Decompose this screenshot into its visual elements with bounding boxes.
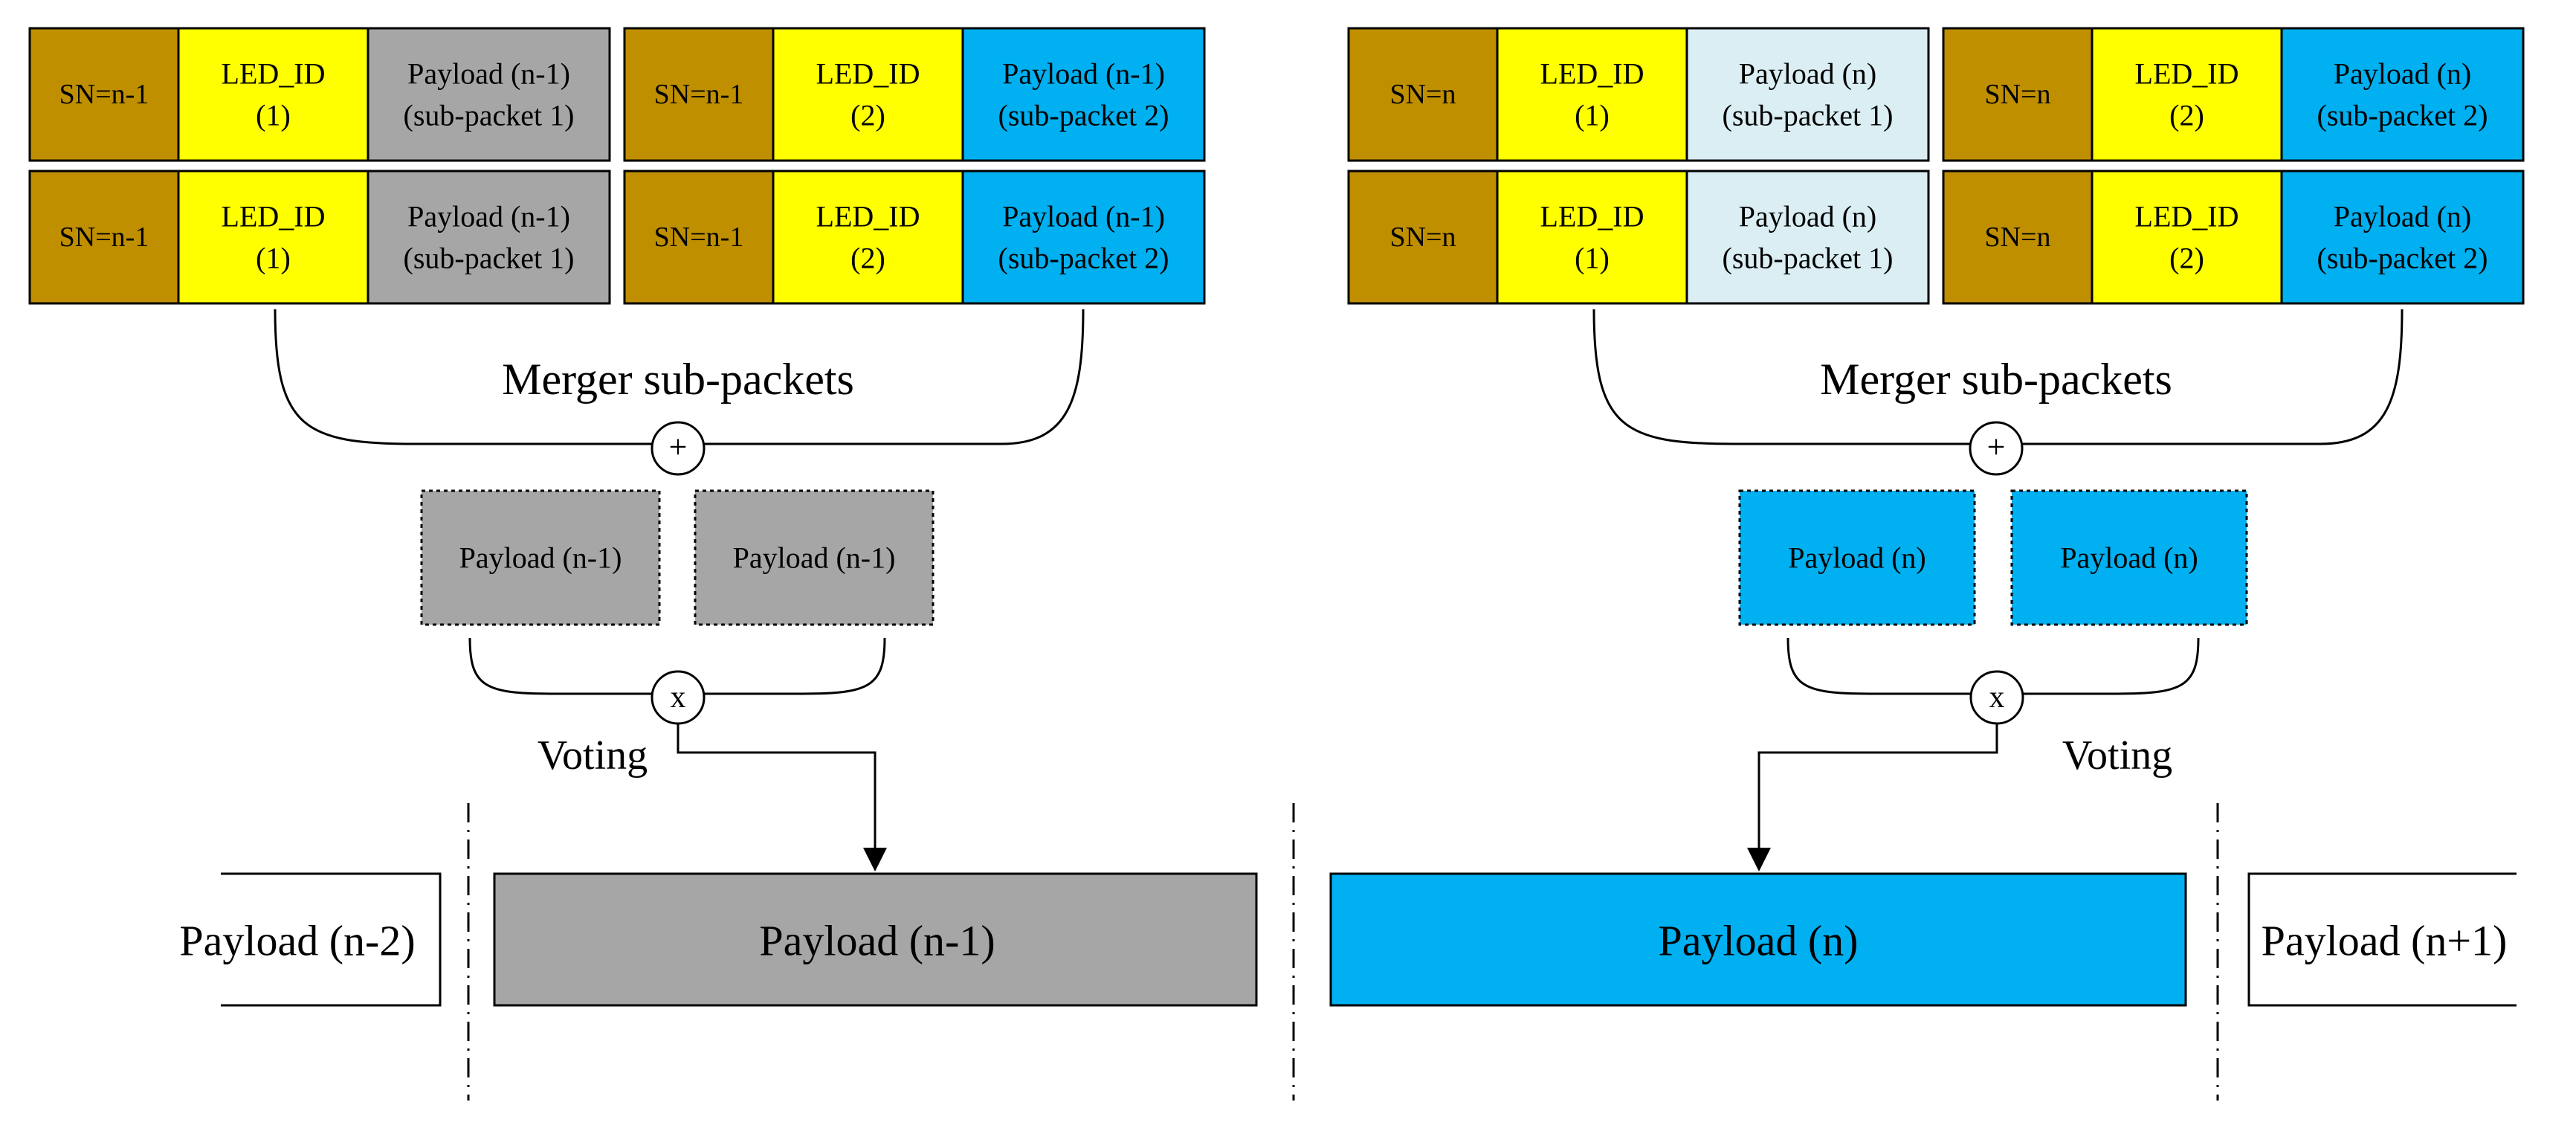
g1-r1-b0-sn-label: SN=n [1389,222,1456,253]
g0-r1-b0-sn-label: SN=n-1 [59,222,149,253]
g0-merged-box-0 [420,489,661,626]
g0-r0-b1-payload-label-line1: Payload (n-1) [1002,57,1165,91]
g0-r1-b0-payload-cell [367,170,611,305]
g1-r0-b1-payload-label-line1: Payload (n) [2334,57,2472,91]
g0-r1-b1-sn-label: SN=n-1 [654,222,744,253]
g1-merged-label-1: Payload (n) [2060,541,2198,575]
g1-r0-b1-payload-label-line2: (sub-packet 2) [2317,99,2488,132]
g1-r0-b0-led-label-line2: (1) [1575,99,1610,132]
g0-r1-b1-payload-cell [961,170,1206,305]
g0-voting-label: Voting [538,732,648,779]
g1-r0-b0-payload-cell [1685,27,1930,162]
g0-r0-b0-led-label-line1: LED_ID [222,57,326,91]
g1-merged-box-0 [1738,489,1976,626]
g0-r1-b1-led-cell [772,170,964,305]
stream-label-n-1: Payload (n-1) [759,917,995,965]
g1-r0-b1-led-cell [2091,27,2283,162]
g0-r1-b0-led-label-line2: (1) [256,242,291,275]
g1-merge-circle [1969,421,2024,476]
g0-merged-label-1: Payload (n-1) [733,541,896,575]
stream-label-n: Payload (n) [1659,917,1859,965]
g0-r1-b1-payload-label-line2: (sub-packet 2) [998,242,1169,275]
g0-r1-b1-payload-label-line1: Payload (n-1) [1002,200,1165,233]
g1-r1-b1-payload-label-line1: Payload (n) [2334,200,2472,233]
g0-r0-b0-payload-label-line1: Payload (n-1) [407,57,570,91]
g1-r1-b0-led-label-line2: (1) [1575,242,1610,275]
g0-r1-b1-led-label-line2: (2) [850,242,885,275]
g1-merged-label-0: Payload (n) [1788,541,1926,575]
g0-r0-b1-led-label-line2: (2) [850,99,885,132]
g1-r1-b1-led-label-line2: (2) [2169,242,2204,275]
g1-r1-b0-led-cell [1496,170,1688,305]
g1-r0-b0-sn-cell [1347,27,1499,162]
g1-r1-b0-payload-label-line1: Payload (n) [1739,200,1877,233]
g1-r0-b1-payload-cell [2280,27,2525,162]
stream-block-n [1329,872,2187,1007]
g0-r0-b1-sn-label: SN=n-1 [654,79,744,110]
g0-vote-symbol: x [671,680,686,715]
stream-block-n-1 [493,872,1258,1007]
g1-r1-b1-led-label-line1: LED_ID [2135,200,2239,233]
g0-r0-b0-sn-label: SN=n-1 [59,79,149,110]
g0-merge-symbol: + [669,429,688,465]
g0-merged-label-0: Payload (n-1) [459,541,622,575]
g0-r1-b0-payload-label-line1: Payload (n-1) [407,200,570,233]
g0-r1-b1-sn-cell [623,170,775,305]
g1-r0-b1-sn-cell [1942,27,2094,162]
g0-merged-box-1 [694,489,934,626]
g0-merge-circle [651,421,706,476]
g1-merger-label: Merger sub-packets [1820,355,2172,404]
g0-r0-b0-led-cell [177,27,369,162]
stream-block-n+1 [2247,872,2517,1007]
g1-merger-brace [1592,309,2404,445]
stream-label-n+1: Payload (n+1) [2262,917,2508,965]
g0-r0-b1-payload-label-line2: (sub-packet 2) [998,99,1169,132]
g1-r1-b0-payload-cell [1685,170,1930,305]
g0-r0-b1-led-cell [772,27,964,162]
g0-r0-b1-payload-cell [961,27,1206,162]
g1-r0-b0-led-cell [1496,27,1688,162]
g0-r1-b1-led-label-line1: LED_ID [816,200,920,233]
g1-r1-b1-sn-label: SN=n [1984,222,2050,253]
g1-r0-b1-led-label-line2: (2) [2169,99,2204,132]
g0-r1-b0-sn-cell [28,170,180,305]
g1-r1-b1-payload-cell [2280,170,2525,305]
g0-r0-b0-sn-cell [28,27,180,162]
g1-r0-b0-sn-label: SN=n [1389,79,1456,110]
g1-voting-label: Voting [2062,732,2172,779]
g1-r0-b0-led-label-line1: LED_ID [1540,57,1644,91]
g0-r1-b0-led-cell [177,170,369,305]
g1-merge-symbol: + [1987,429,2006,465]
g0-merger-brace [274,309,1085,445]
g1-r0-b0-payload-label-line2: (sub-packet 1) [1723,99,1894,132]
g0-merger-label: Merger sub-packets [502,355,854,404]
g1-r0-b1-led-label-line1: LED_ID [2135,57,2239,91]
g0-r1-b0-led-label-line1: LED_ID [222,200,326,233]
g1-r1-b0-sn-cell [1347,170,1499,305]
g0-arrowhead [863,848,887,871]
g0-r0-b0-payload-cell [367,27,611,162]
g1-merged-box-1 [2010,489,2248,626]
g1-vote-symbol: x [1989,680,2005,715]
g0-r0-b1-led-label-line1: LED_ID [816,57,920,91]
g1-r1-b1-payload-label-line2: (sub-packet 2) [2317,242,2488,275]
g1-arrowhead [1747,848,1771,871]
g1-r1-b0-led-label-line1: LED_ID [1540,200,1644,233]
g1-r0-b1-sn-label: SN=n [1984,79,2050,110]
g1-arrow-line [1757,724,1998,854]
g0-arrow-line [677,724,877,854]
stream-block-n-2 [221,872,442,1007]
g0-r1-b0-payload-label-line2: (sub-packet 1) [404,242,575,275]
g1-r1-b1-led-cell [2091,170,2283,305]
g1-r1-b0-payload-label-line2: (sub-packet 1) [1723,242,1894,275]
g0-r0-b0-payload-label-line2: (sub-packet 1) [404,99,575,132]
g0-r0-b0-led-label-line2: (1) [256,99,291,132]
g1-r0-b0-payload-label-line1: Payload (n) [1739,57,1877,91]
g0-r0-b1-sn-cell [623,27,775,162]
stream-label-n-2: Payload (n-2) [179,917,415,965]
